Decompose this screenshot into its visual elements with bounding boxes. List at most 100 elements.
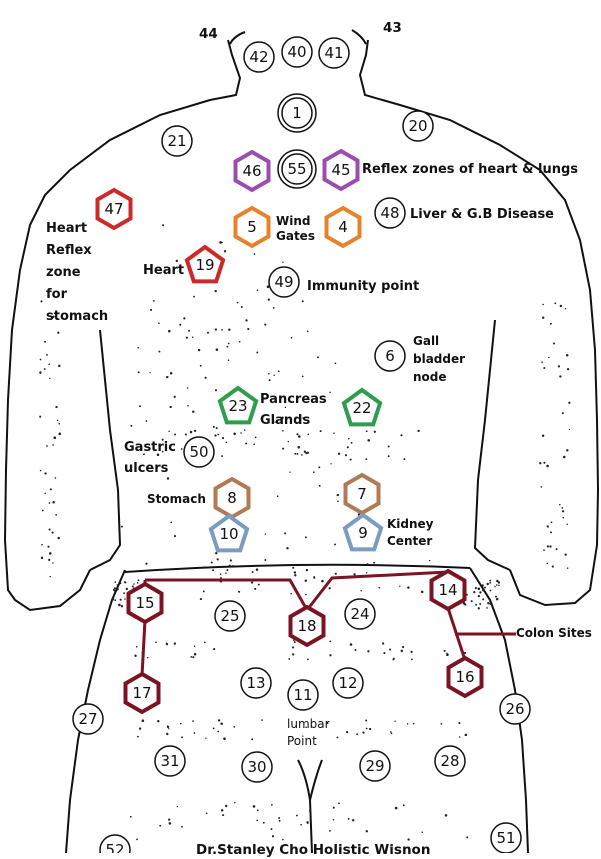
stipple-dot xyxy=(52,501,55,504)
stipple-dot xyxy=(47,545,50,548)
stipple-dot xyxy=(221,328,223,331)
stipple-dot xyxy=(49,488,52,491)
stipple-dot xyxy=(204,641,206,644)
stipple-dot xyxy=(264,533,267,535)
stipple-dot xyxy=(183,317,186,320)
stipple-dot xyxy=(540,486,543,488)
stipple-dot xyxy=(139,405,141,408)
stipple-dot xyxy=(394,720,396,722)
stipple-dot xyxy=(54,477,57,479)
stipple-dot xyxy=(334,543,337,546)
stipple-dot xyxy=(333,432,335,434)
stipple-dot xyxy=(256,351,259,354)
stipple-dot xyxy=(228,328,231,331)
stipple-dot xyxy=(226,569,229,572)
label-gall: Gall xyxy=(413,334,440,348)
stipple-dot xyxy=(387,445,390,448)
stipple-dot xyxy=(225,572,227,574)
point-6-ring xyxy=(374,340,406,372)
point-23: 23 xyxy=(217,385,259,425)
stipple-dot xyxy=(276,495,279,498)
colon-connector-line xyxy=(140,619,147,677)
label-reflex-heart-lungs: Reflex zones of heart & lungs xyxy=(362,162,579,177)
stipple-dot xyxy=(261,719,263,721)
stipple-dot xyxy=(353,573,356,576)
point-24: 24 xyxy=(344,598,376,630)
stipple-dot xyxy=(303,450,307,453)
point-19: 19 xyxy=(184,244,226,284)
point-40: 40 xyxy=(281,36,313,68)
stipple-dot xyxy=(278,817,281,819)
corner-label-right: 43 xyxy=(383,20,402,36)
stipple-dot xyxy=(111,597,115,601)
point-14-hexagon xyxy=(429,568,467,612)
stipple-dot xyxy=(417,429,420,433)
stipple-dot xyxy=(273,374,275,377)
point-16-hexagon xyxy=(446,655,484,699)
stipple-dot xyxy=(366,563,369,566)
point-25: 25 xyxy=(214,600,246,632)
stipple-dot xyxy=(238,340,241,343)
stipple-dot xyxy=(234,801,236,804)
point-17-number: 17 xyxy=(132,684,151,702)
stipple-dot xyxy=(58,432,62,436)
stipple-dot xyxy=(559,375,562,378)
stipple-dot xyxy=(444,814,448,817)
stipple-dot xyxy=(365,719,368,722)
point-41-ring xyxy=(318,37,350,69)
stipple-dot xyxy=(562,516,564,519)
stipple-dot xyxy=(290,336,293,339)
stipple-dot xyxy=(251,738,254,741)
stipple-dot xyxy=(297,446,301,449)
stipple-dot xyxy=(138,727,142,730)
stipple-dot xyxy=(118,603,121,607)
point-22: 22 xyxy=(341,387,383,427)
point-10: 10 xyxy=(208,513,250,553)
stipple-dot xyxy=(255,568,259,571)
stipple-dot xyxy=(346,731,349,734)
stipple-dot xyxy=(466,836,469,839)
stipple-dot xyxy=(282,261,284,263)
stipple-dot xyxy=(551,565,554,568)
stipple-dot xyxy=(561,510,565,513)
stipple-dot xyxy=(199,364,202,367)
stipple-dot xyxy=(462,602,466,605)
stipple-dot xyxy=(168,822,172,825)
point-50: 50 xyxy=(183,436,215,468)
point-20-number: 20 xyxy=(408,117,427,135)
point-55: 55 xyxy=(277,149,317,189)
point-20: 20 xyxy=(402,110,434,142)
point-47-number: 47 xyxy=(104,200,123,218)
point-41: 41 xyxy=(318,37,350,69)
stipple-dot xyxy=(318,484,321,487)
point-29-ring xyxy=(359,750,391,782)
stipple-dot xyxy=(443,649,446,652)
stipple-dot xyxy=(270,828,273,831)
stipple-dot xyxy=(410,650,413,654)
stipple-dot xyxy=(336,736,339,739)
stipple-dot xyxy=(130,424,133,427)
stipple-dot xyxy=(39,371,42,374)
stipple-dot xyxy=(365,430,368,433)
stipple-dot xyxy=(161,438,164,441)
point-12-ring xyxy=(332,667,364,699)
stipple-dot xyxy=(40,300,43,303)
stipple-dot xyxy=(309,809,311,812)
stipple-dot xyxy=(302,417,305,420)
stipple-dot xyxy=(173,395,176,398)
point-25-number: 25 xyxy=(220,607,239,625)
stipple-dot xyxy=(305,593,307,596)
stipple-dot xyxy=(542,303,544,306)
stipple-dot xyxy=(193,652,197,656)
stipple-dot xyxy=(58,422,61,425)
stipple-dot xyxy=(555,548,558,551)
stipple-dot xyxy=(175,259,178,263)
stipple-dot xyxy=(190,656,193,658)
stipple-dot xyxy=(39,469,42,472)
stipple-dot xyxy=(549,545,552,548)
stipple-dot xyxy=(166,725,170,729)
stipple-dot xyxy=(119,598,122,601)
stipple-dot xyxy=(407,838,410,841)
stipple-dot xyxy=(155,641,157,644)
